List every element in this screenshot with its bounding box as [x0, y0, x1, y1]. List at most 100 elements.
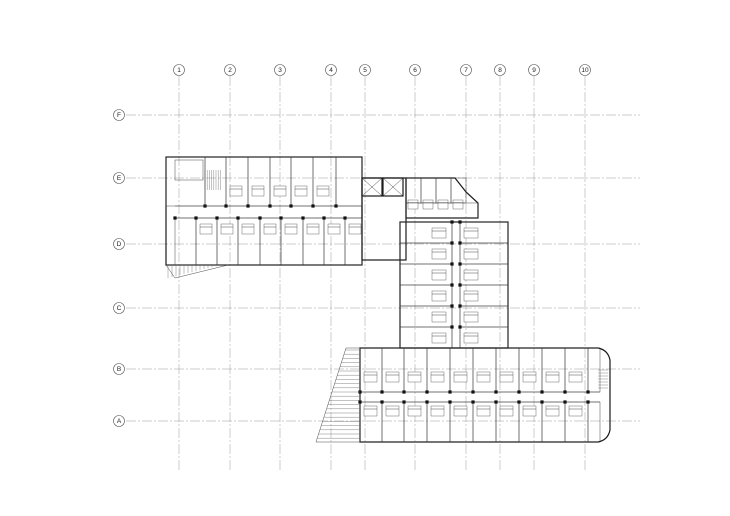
northeast-block-wall — [405, 177, 479, 219]
grid-column-label-6: 6 — [413, 67, 417, 74]
structural-column — [448, 400, 452, 404]
structural-column — [402, 400, 406, 404]
bed-symbol — [241, 223, 255, 235]
west-service-room — [174, 159, 204, 181]
structural-column — [425, 400, 429, 404]
structural-column — [494, 390, 498, 394]
bed-symbol — [568, 405, 583, 417]
stair-core-2 — [382, 177, 404, 197]
structural-column — [471, 390, 475, 394]
bed-symbol — [220, 223, 234, 235]
bed-symbol — [453, 405, 468, 417]
grid-column-label-9: 9 — [532, 67, 536, 74]
bed-symbol — [294, 185, 308, 197]
south-wing-wall — [359, 347, 611, 443]
bed-symbol — [431, 311, 447, 323]
grid-row-bubble-F — [113, 109, 125, 121]
west-wing-north-room — [290, 156, 314, 207]
structural-column — [358, 400, 362, 404]
grid-row-label-F: F — [117, 112, 121, 119]
bed-symbol — [251, 185, 265, 197]
structural-column — [450, 283, 454, 287]
structural-column — [343, 216, 347, 220]
structural-column — [458, 220, 462, 224]
bed-symbol — [463, 311, 479, 323]
grid-column-bubble-2 — [224, 64, 236, 76]
structural-column — [289, 204, 293, 208]
bed-symbol — [463, 290, 479, 302]
structural-column — [494, 400, 498, 404]
bed-symbol — [476, 405, 491, 417]
bed-symbol — [431, 227, 447, 239]
structural-column — [246, 204, 250, 208]
bed-symbol — [407, 199, 419, 210]
bed-symbol — [385, 405, 400, 417]
west-wing-north-room — [204, 156, 227, 207]
structural-column — [448, 390, 452, 394]
bed-symbol — [229, 185, 243, 197]
structural-column — [215, 216, 219, 220]
structural-column — [402, 390, 406, 394]
structural-column — [458, 262, 462, 266]
bed-symbol — [422, 199, 434, 210]
bed-symbol — [476, 371, 491, 383]
grid-column-label-3: 3 — [278, 67, 282, 74]
grid-column-label-5: 5 — [363, 67, 367, 74]
structural-column — [450, 304, 454, 308]
structural-column — [450, 325, 454, 329]
room-details — [165, 156, 608, 443]
bed-symbol — [437, 199, 449, 210]
south-wing-north-room — [449, 347, 474, 393]
south-wing-north-room — [564, 347, 589, 393]
bed-symbol — [499, 405, 514, 417]
west-wing-north-room — [269, 156, 292, 207]
bed-symbol — [273, 185, 287, 197]
bed-symbol — [363, 405, 378, 417]
structural-column — [380, 390, 384, 394]
northeast-corridor — [405, 202, 479, 219]
northeast-room — [405, 177, 422, 204]
structural-column — [458, 325, 462, 329]
west-wing-north-room — [247, 156, 271, 207]
structural-column — [471, 400, 475, 404]
structural-column — [311, 204, 315, 208]
structural-column — [563, 390, 567, 394]
bed-symbol — [306, 223, 320, 235]
bed-symbol — [430, 371, 445, 383]
bed-symbol — [431, 290, 447, 302]
west-terrace-outline — [165, 264, 229, 279]
grid-row-bubble-D — [113, 238, 125, 250]
structural-grid — [126, 76, 640, 470]
bed-symbol — [522, 371, 537, 383]
structural-column — [458, 304, 462, 308]
structural-column — [517, 400, 521, 404]
south-wing-north-room — [541, 347, 566, 393]
west-wing-north-room — [335, 156, 363, 207]
bed-symbol — [199, 223, 213, 235]
grid-row-label-C: C — [117, 305, 122, 312]
northeast-room — [435, 177, 452, 204]
core-cross-4 — [382, 177, 404, 197]
grid-column-bubble-5 — [359, 64, 371, 76]
southwest-terrace-outline — [315, 347, 361, 443]
bed-symbol — [452, 199, 464, 210]
grid-column-bubble-7 — [460, 64, 472, 76]
grid-column-bubble-9 — [528, 64, 540, 76]
west-wing-south-room — [174, 217, 197, 266]
structural-column — [586, 390, 590, 394]
grid-column-label-1: 1 — [177, 67, 181, 74]
structural-column — [301, 216, 305, 220]
structural-column — [194, 216, 198, 220]
south-wing-south-room — [587, 401, 601, 443]
structural-column — [268, 204, 272, 208]
core-cross-2 — [361, 177, 383, 197]
bed-symbol — [327, 223, 341, 235]
grid-column-bubble-4 — [325, 64, 337, 76]
structural-column — [517, 390, 521, 394]
structural-column — [540, 390, 544, 394]
bed-symbol — [463, 248, 479, 260]
grid-row-label-B: B — [117, 366, 121, 373]
structural-column — [458, 241, 462, 245]
grid-row-label-A: A — [117, 418, 122, 425]
grid-row-label-E: E — [117, 175, 122, 182]
